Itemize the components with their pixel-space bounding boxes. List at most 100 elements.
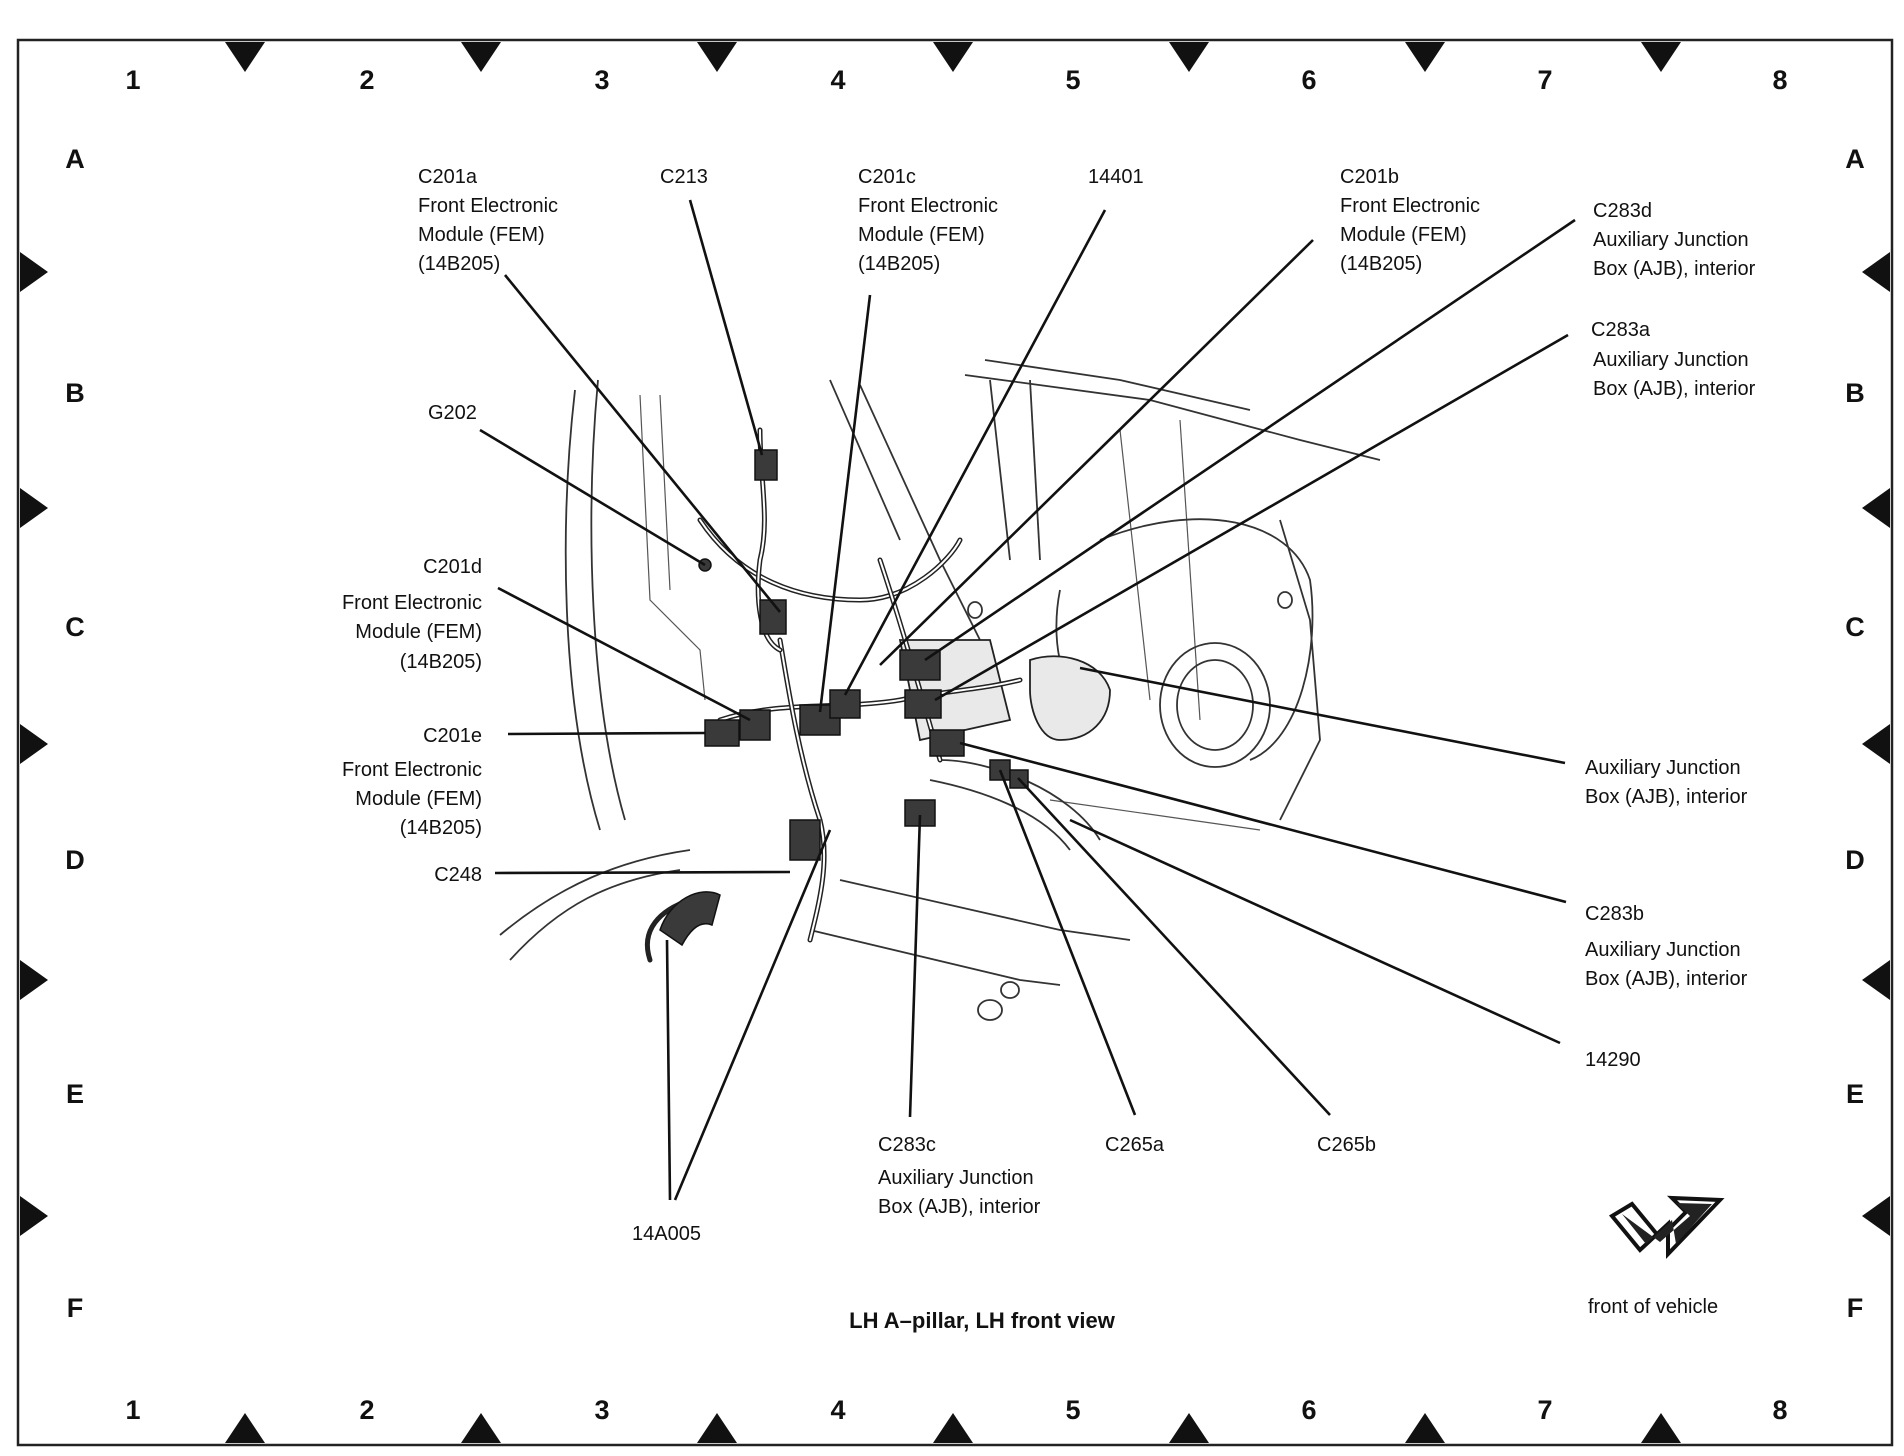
row-label: B — [65, 378, 85, 408]
svg-text:Front Electronic: Front Electronic — [1340, 195, 1480, 217]
svg-text:Box (AJB), interior: Box (AJB), interior — [1593, 378, 1756, 400]
svg-text:Box (AJB), interior: Box (AJB), interior — [1593, 258, 1756, 280]
svg-text:Front Electronic: Front Electronic — [418, 195, 558, 217]
row-label: F — [67, 1293, 84, 1323]
row-label: E — [1846, 1079, 1864, 1109]
connector-c283a — [904, 689, 942, 719]
col-label: 1 — [125, 1395, 140, 1425]
col-label: 3 — [594, 65, 609, 95]
connector-c283d — [899, 649, 941, 681]
row-labels-left: A B C D E F — [65, 144, 85, 1323]
col-label: 7 — [1537, 1395, 1552, 1425]
front-of-vehicle-label: front of vehicle — [1588, 1296, 1718, 1318]
callout-c283c: C283c Auxiliary Junction Box (AJB), inte… — [878, 1134, 1041, 1218]
col-label: 5 — [1065, 65, 1080, 95]
connector-c201e — [704, 719, 740, 747]
callout-c283b: C283b Auxiliary Junction Box (AJB), inte… — [1585, 903, 1748, 990]
connector-14a005 — [659, 891, 721, 947]
svg-text:C213: C213 — [660, 166, 708, 188]
col-label: 8 — [1772, 65, 1787, 95]
callout-c201c: C201c Front Electronic Module (FEM) (14B… — [858, 166, 998, 275]
svg-text:Module (FEM): Module (FEM) — [355, 621, 482, 643]
left-markers — [20, 252, 48, 1236]
row-label: C — [65, 612, 85, 642]
svg-text:(14B205): (14B205) — [1340, 253, 1422, 275]
row-label: A — [65, 144, 85, 174]
callout-c265b: C265b — [1317, 1134, 1376, 1156]
callout-c265a: C265a — [1105, 1134, 1165, 1156]
svg-text:C248: C248 — [434, 864, 482, 886]
callout-c201e: C201e Front Electronic Module (FEM) (14B… — [342, 725, 482, 839]
svg-text:C283c: C283c — [878, 1134, 936, 1156]
callout-c248: C248 — [434, 864, 482, 886]
connector-c201d — [739, 709, 771, 741]
svg-text:Module (FEM): Module (FEM) — [858, 224, 985, 246]
svg-text:Module (FEM): Module (FEM) — [418, 224, 545, 246]
diagram-caption: LH A–pillar, LH front view — [849, 1308, 1116, 1333]
svg-text:C201e: C201e — [423, 725, 482, 747]
row-label: E — [66, 1079, 84, 1109]
svg-text:(14B205): (14B205) — [400, 817, 482, 839]
front-of-vehicle-arrow-icon — [1608, 1195, 1725, 1259]
col-label: 7 — [1537, 65, 1552, 95]
svg-text:14290: 14290 — [1585, 1049, 1641, 1071]
callout-14401: 14401 — [1088, 166, 1144, 188]
bottom-markers — [225, 1413, 1681, 1443]
column-labels-bottom: 1 2 3 4 5 6 7 8 — [125, 1395, 1787, 1425]
callout-14a005: 14A005 — [632, 1223, 701, 1245]
svg-text:(14B205): (14B205) — [418, 253, 500, 275]
diagram-border — [16, 38, 1894, 1447]
row-label: D — [65, 845, 85, 875]
svg-text:G202: G202 — [428, 402, 477, 424]
svg-text:(14B205): (14B205) — [400, 651, 482, 673]
callout-c201a: C201a Front Electronic Module (FEM) (14B… — [418, 166, 558, 275]
svg-text:Auxiliary Junction: Auxiliary Junction — [1593, 349, 1749, 371]
col-label: 8 — [1772, 1395, 1787, 1425]
row-label: C — [1845, 612, 1865, 642]
col-label: 3 — [594, 1395, 609, 1425]
svg-text:Auxiliary Junction: Auxiliary Junction — [1585, 939, 1741, 961]
leader-lines — [479, 199, 1576, 1201]
svg-text:Module (FEM): Module (FEM) — [355, 788, 482, 810]
column-labels-top: 1 2 3 4 5 6 7 8 — [125, 65, 1787, 95]
svg-text:14401: 14401 — [1088, 166, 1144, 188]
col-label: 6 — [1301, 65, 1316, 95]
svg-text:Front Electronic: Front Electronic — [858, 195, 998, 217]
row-label: F — [1847, 1293, 1864, 1323]
svg-text:Front Electronic: Front Electronic — [342, 592, 482, 614]
svg-text:Auxiliary Junction: Auxiliary Junction — [1585, 757, 1741, 779]
svg-text:C265a: C265a — [1105, 1134, 1165, 1156]
svg-text:Box (AJB), interior: Box (AJB), interior — [1585, 786, 1748, 808]
col-label: 2 — [359, 1395, 374, 1425]
svg-text:C201d: C201d — [423, 556, 482, 578]
callout-c283d: C283d Auxiliary Junction Box (AJB), inte… — [1593, 200, 1756, 280]
svg-text:C283b: C283b — [1585, 903, 1644, 925]
svg-text:Box (AJB), interior: Box (AJB), interior — [878, 1196, 1041, 1218]
connector-c283b — [929, 729, 965, 757]
callout-g202: G202 — [428, 402, 477, 424]
svg-text:C201c: C201c — [858, 166, 916, 188]
callout-14290: 14290 — [1585, 1049, 1641, 1071]
right-markers — [1862, 252, 1890, 1236]
row-label: B — [1845, 378, 1865, 408]
row-label: A — [1845, 144, 1865, 174]
svg-text:Auxiliary Junction: Auxiliary Junction — [1593, 229, 1749, 251]
svg-text:Box (AJB), interior: Box (AJB), interior — [1585, 968, 1748, 990]
connector-c213 — [754, 449, 778, 481]
connector-c248 — [789, 819, 821, 861]
col-label: 5 — [1065, 1395, 1080, 1425]
svg-text:Module (FEM): Module (FEM) — [1340, 224, 1467, 246]
row-labels-right: A B C D E F — [1845, 144, 1865, 1323]
row-label: D — [1845, 845, 1865, 875]
col-label: 4 — [830, 1395, 845, 1425]
callout-ajb: Auxiliary Junction Box (AJB), interior — [1585, 757, 1748, 808]
svg-text:C201a: C201a — [418, 166, 478, 188]
callout-c283a: C283a Auxiliary Junction Box (AJB), inte… — [1591, 319, 1756, 400]
svg-text:Auxiliary Junction: Auxiliary Junction — [878, 1167, 1034, 1189]
callout-c201d: C201d Front Electronic Module (FEM) (14B… — [342, 556, 482, 673]
svg-text:C201b: C201b — [1340, 166, 1399, 188]
connector-c201a — [759, 599, 787, 635]
col-label: 6 — [1301, 1395, 1316, 1425]
svg-text:C283a: C283a — [1591, 319, 1651, 341]
